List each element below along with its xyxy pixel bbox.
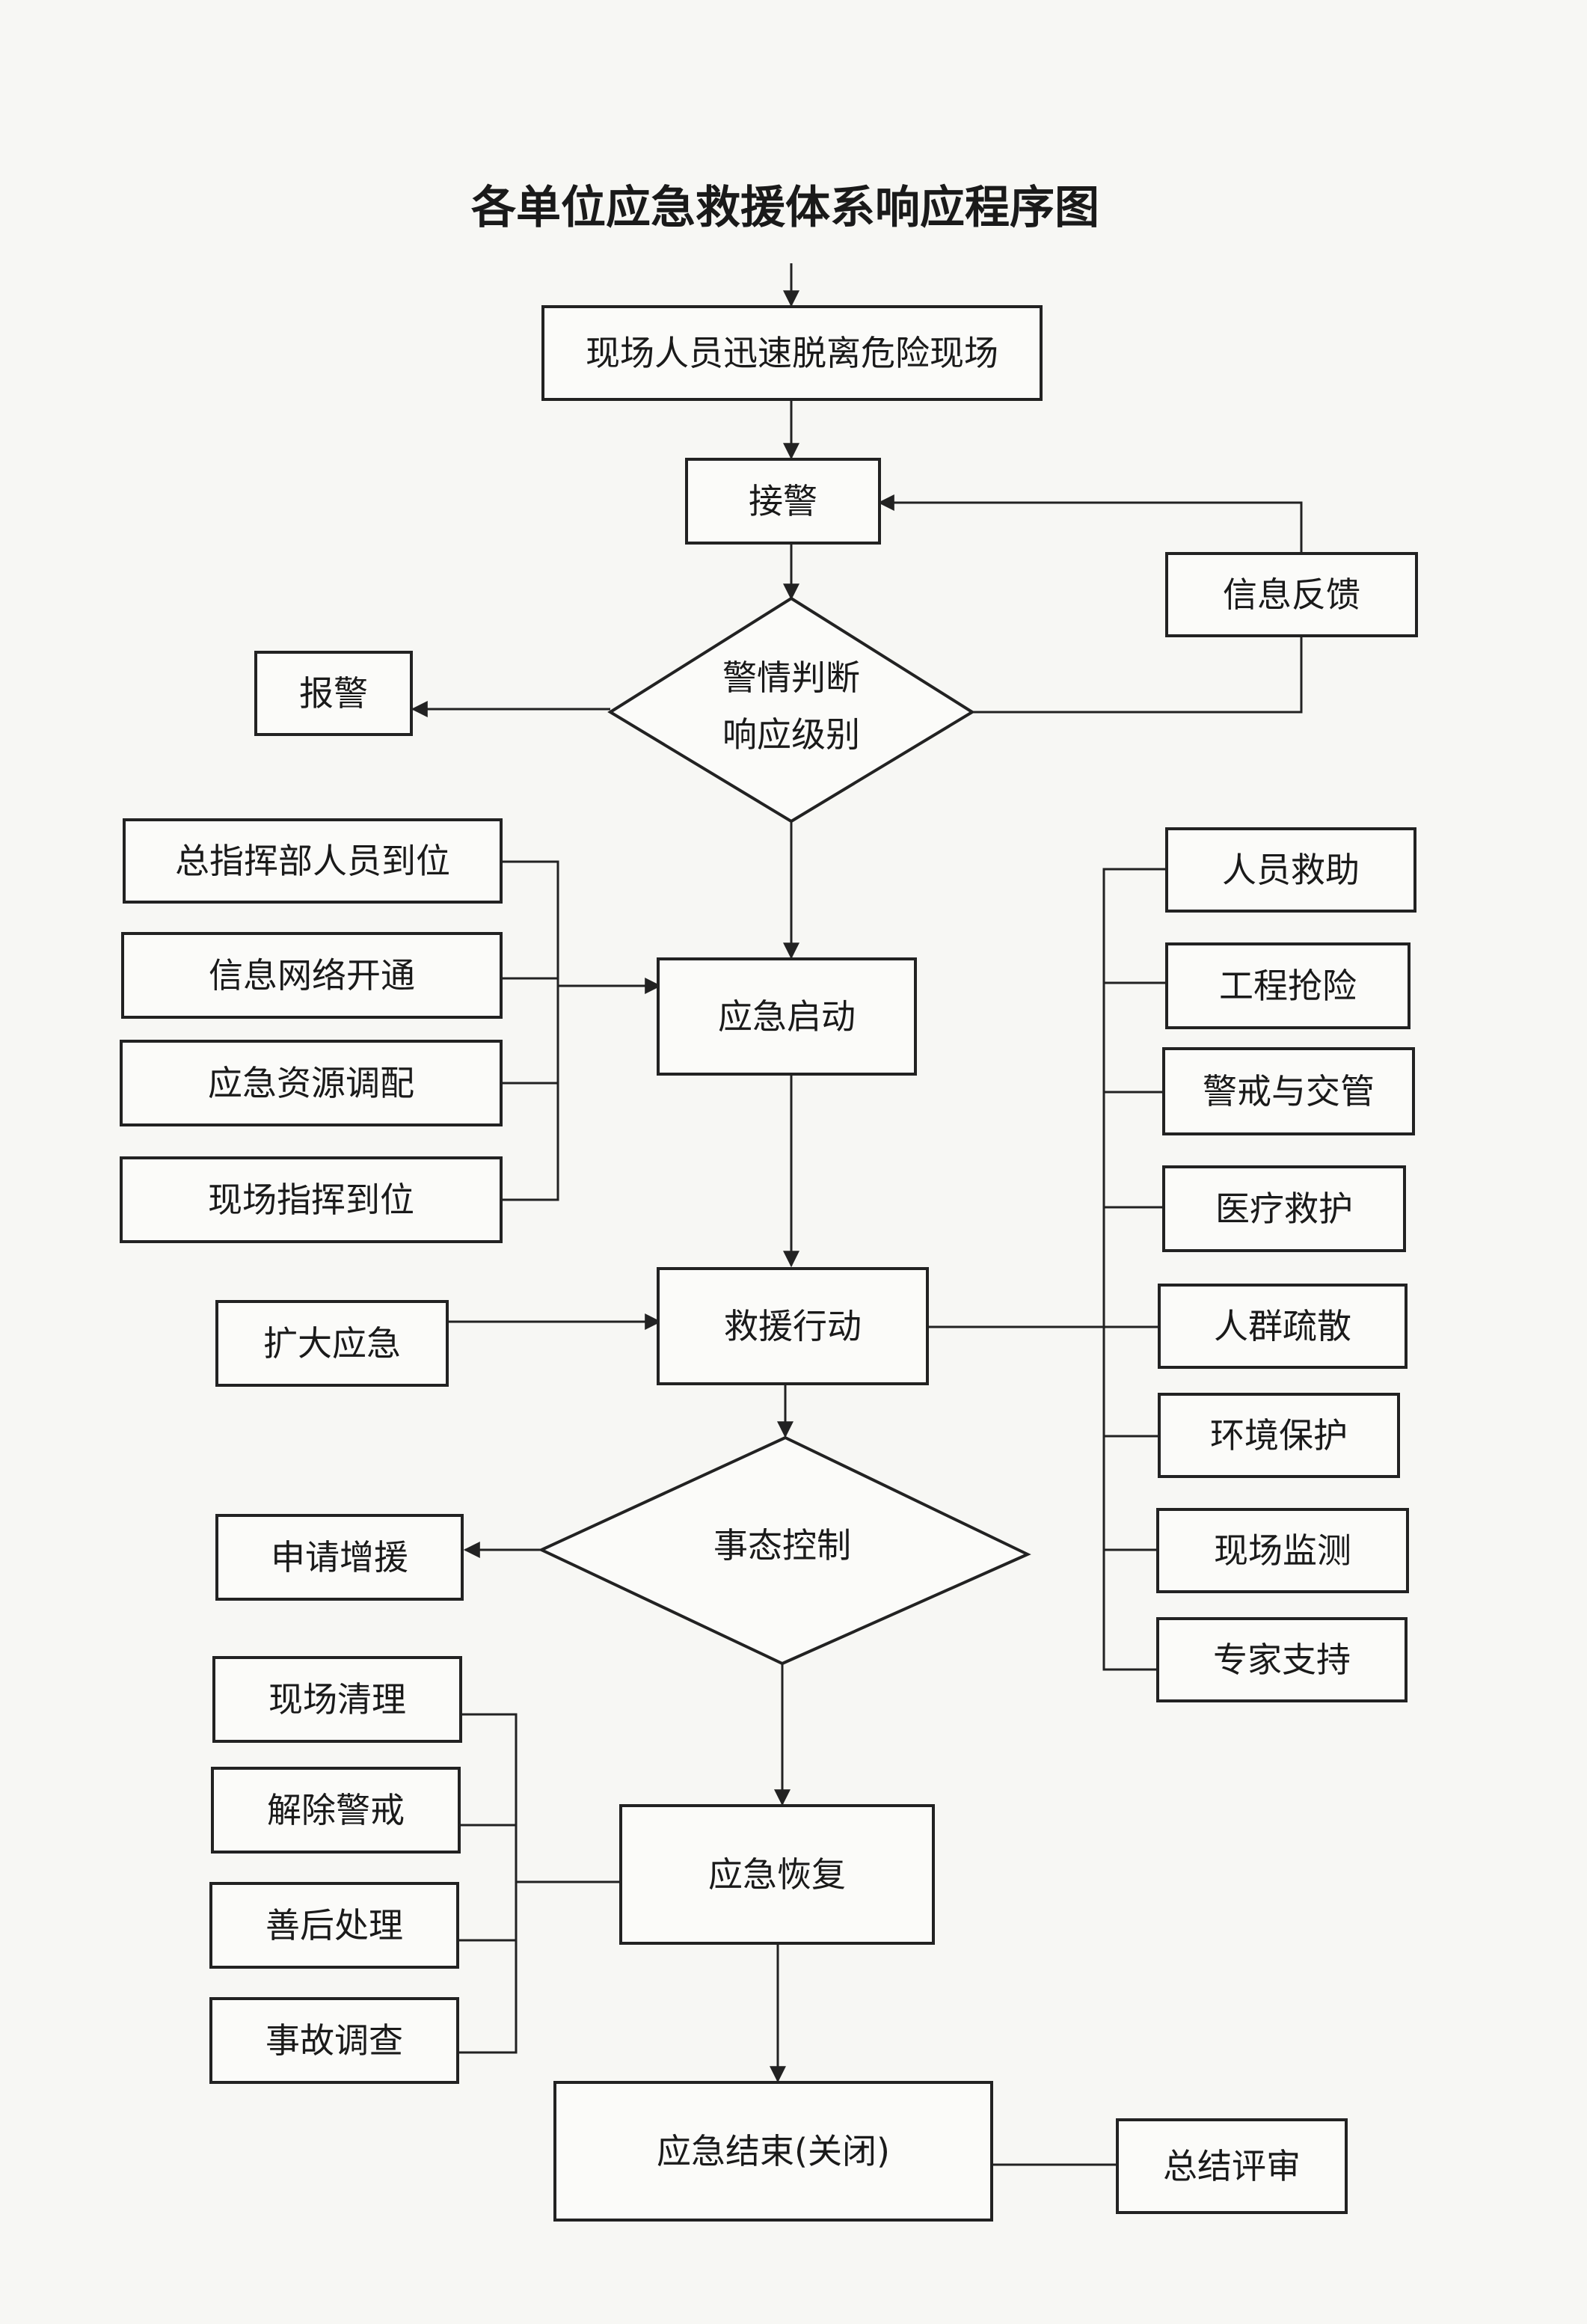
box-emergency-end — [553, 2081, 993, 2222]
box-accident-investigation — [209, 1997, 459, 2084]
label-expert-support: 专家支持 — [1213, 1640, 1351, 1680]
label-site-monitor: 现场监测 — [1214, 1530, 1351, 1571]
box-network-open — [121, 932, 503, 1019]
box-feedback — [1165, 552, 1418, 637]
label-resource-allocate: 应急资源调配 — [208, 1063, 414, 1103]
box-rescue-action — [657, 1267, 929, 1385]
box-aftermath — [209, 1882, 459, 1969]
box-personnel-rescue — [1165, 827, 1416, 913]
bracket-left-group-1 — [501, 860, 559, 1201]
box-expert-support — [1156, 1617, 1408, 1702]
bracket-right-group — [1102, 868, 1167, 1671]
label-report-alarm: 报警 — [299, 673, 368, 714]
box-summary-review — [1116, 2118, 1348, 2214]
label-aftermath: 善后处理 — [265, 1905, 403, 1946]
label-security-traffic: 警戒与交管 — [1203, 1071, 1375, 1112]
label-accident-investigation: 事故调查 — [265, 2020, 403, 2061]
diamond-situation-control — [538, 1435, 1031, 1666]
label-medical-care: 医疗救护 — [1215, 1189, 1353, 1229]
box-lift-security — [211, 1767, 461, 1854]
label-site-cleanup: 现场清理 — [268, 1679, 406, 1720]
page-title: 各单位应急救援体系响应程序图 — [471, 182, 1099, 234]
box-resource-allocate — [120, 1040, 503, 1126]
box-field-command — [120, 1156, 503, 1243]
label-environment-protect: 环境保护 — [1210, 1415, 1348, 1456]
box-emergency-start — [657, 957, 917, 1076]
label-situation-control: 事态控制 — [713, 1525, 851, 1566]
label-summary-review: 总结评审 — [1163, 2146, 1301, 2186]
box-environment-protect — [1158, 1393, 1400, 1478]
label-receive-alarm: 接警 — [749, 481, 817, 521]
box-security-traffic — [1162, 1047, 1415, 1135]
label-personnel-rescue: 人员救助 — [1222, 850, 1360, 890]
diamond-judge — [607, 596, 975, 824]
label-network-open: 信息网络开通 — [209, 955, 415, 996]
label-expand-emergency: 扩大应急 — [263, 1323, 401, 1364]
box-report-alarm — [254, 651, 413, 736]
box-medical-care — [1162, 1165, 1406, 1252]
box-request-support — [215, 1514, 464, 1601]
label-engineering-repair: 工程抢险 — [1219, 966, 1357, 1006]
box-evacuate — [541, 305, 1043, 401]
box-emergency-recovery — [619, 1804, 935, 1945]
box-site-cleanup — [212, 1656, 462, 1743]
label-emergency-recovery: 应急恢复 — [708, 1854, 846, 1895]
label-hq-arrive: 总指挥部人员到位 — [175, 841, 450, 881]
box-expand-emergency — [215, 1300, 449, 1387]
box-engineering-repair — [1165, 942, 1411, 1029]
arrow-feedback-to-alarm — [877, 494, 1303, 554]
label-evacuate: 现场人员迅速脱离危险现场 — [586, 333, 998, 373]
label-emergency-end: 应急结束(关闭) — [657, 2131, 890, 2171]
label-judge-line1: 警情判断 — [722, 657, 860, 698]
line-judge-to-feedback — [972, 636, 1303, 714]
label-rescue-action: 救援行动 — [724, 1306, 862, 1346]
label-request-support: 申请增援 — [271, 1537, 408, 1578]
box-site-monitor — [1156, 1508, 1409, 1593]
label-field-command: 现场指挥到位 — [208, 1180, 414, 1220]
bracket-left-group-2 — [456, 1713, 518, 2054]
label-crowd-evacuation: 人群疏散 — [1214, 1306, 1351, 1346]
label-lift-security: 解除警戒 — [267, 1790, 405, 1830]
box-crowd-evacuation — [1158, 1284, 1408, 1369]
box-hq-arrive — [123, 818, 503, 904]
box-receive-alarm — [685, 458, 881, 545]
label-feedback: 信息反馈 — [1223, 574, 1360, 615]
label-emergency-start: 应急启动 — [718, 996, 856, 1037]
label-judge-line2: 响应级别 — [722, 714, 860, 755]
